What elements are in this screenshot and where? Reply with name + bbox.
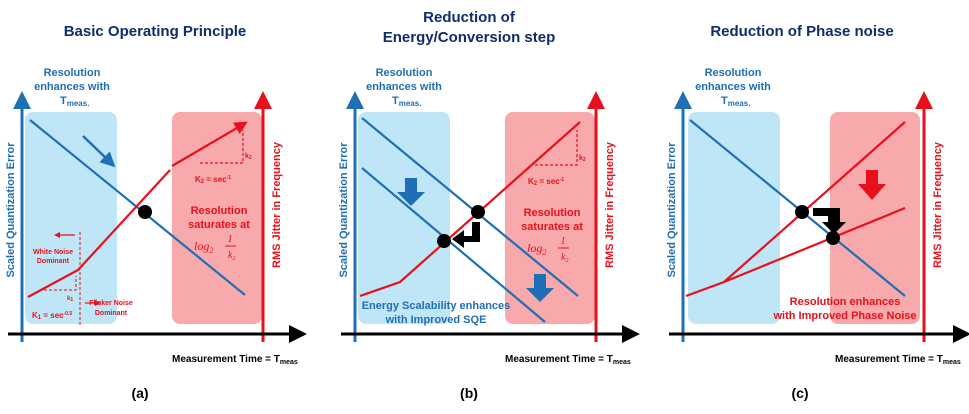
panel-b-jitter-line — [359, 121, 581, 298]
panel-c-y-left-label: Scaled Quantization Error — [666, 142, 678, 278]
panel-a-intersection — [138, 205, 152, 219]
panel-a-k1-triangle — [44, 276, 77, 291]
panel-b-frac-den: k2 — [561, 252, 568, 264]
panel-c-note-1: Resolution enhances — [790, 296, 901, 308]
panel-a-res-enh-3: Tmeas. — [60, 95, 89, 108]
panel-b-y-right-label: RMS Jitter in Frequency — [604, 141, 616, 268]
panel-b-k2-triangle — [535, 130, 578, 166]
panel-b-blue-region — [358, 112, 450, 324]
panel-b-down-arrow-1 — [397, 178, 425, 206]
panel-b-x-label: Measurement Time = Tmeas — [505, 354, 631, 366]
panel-a-y-left-label: Scaled Quantization Error — [5, 142, 17, 278]
panel-b-sat-1: Resolution — [524, 207, 581, 219]
panel-b-sat-2: saturates at — [521, 221, 583, 233]
panel-c-blue-region — [688, 112, 780, 324]
panel-a-flicker-1: Flicker Noise — [89, 300, 133, 307]
panel-b-res-enh-1: Resolution — [376, 67, 433, 79]
panel-a-k2-eq: K2 = sec-1 — [195, 175, 231, 185]
panel-a-k2-triangle — [200, 130, 244, 164]
panel-c-title: Reduction of Phase noise — [710, 23, 893, 40]
panel-b-caption: (b) — [460, 385, 478, 401]
panel-c-caption: (c) — [791, 385, 808, 401]
panel-a-blue-region — [25, 112, 117, 324]
panel-a-frac-num: 1 — [228, 234, 233, 245]
panel-c-res-enh-1: Resolution — [705, 67, 762, 79]
panel-a-k1-label: k1 — [67, 296, 73, 303]
panel-c-res-enh-3: Tmeas. — [721, 95, 750, 108]
panel-a-y-right-label: RMS Jitter in Frequency — [271, 141, 283, 268]
panel-c-shift-arrow — [813, 208, 846, 234]
panel-b-res-enh-2: enhances with — [366, 81, 442, 93]
panel-b-note-1: Energy Scalability enhances — [362, 300, 511, 312]
panel-b-intersection-old — [471, 205, 485, 219]
panel-a-white-noise-1: White Noise — [33, 249, 73, 256]
panel-a: Basic Operating Principle Resolution enh… — [5, 23, 307, 401]
panel-b-k2-eq: K2 = sec-1 — [528, 177, 564, 187]
panel-c-jitter-line-new — [723, 206, 906, 284]
panel-a-res-enh-1: Resolution — [44, 67, 101, 79]
panel-c-down-arrow — [858, 170, 886, 200]
panel-b-res-enh-3: Tmeas. — [392, 95, 421, 108]
panel-c-intersection-new — [826, 231, 840, 245]
panel-b-title-1: Reduction of — [423, 9, 516, 26]
panel-b-quantization-line-new — [361, 167, 546, 323]
panel-a-quantization-line — [29, 119, 246, 296]
panel-a-jitter-arrow — [171, 121, 248, 167]
panel-b-title-2: Energy/Conversion step — [383, 29, 556, 46]
panel-c-x-label: Measurement Time = Tmeas — [835, 354, 961, 366]
panel-a-res-enh-2: enhances with — [34, 81, 110, 93]
panel-c-y-right-label: RMS Jitter in Frequency — [932, 141, 944, 268]
panel-b-log-text: log2 — [527, 241, 546, 257]
panel-a-white-noise-2: Dominant — [37, 258, 70, 265]
panel-b-quantization-line-old — [361, 117, 579, 297]
panel-a-k2-label: k2 — [245, 153, 252, 161]
panel-a-jitter-line — [27, 169, 171, 298]
panel-a-frac-den: k2 — [228, 250, 235, 262]
panel-b-k2-label: k2 — [579, 155, 586, 163]
panel-b-frac-num: 1 — [561, 236, 566, 247]
panel-a-title: Basic Operating Principle — [64, 23, 247, 40]
panel-b-note-2: with Improved SQE — [385, 314, 487, 326]
panel-c-res-enh-2: enhances with — [695, 81, 771, 93]
panel-b-y-left-label: Scaled Quantization Error — [338, 142, 350, 278]
panel-a-sat-2: saturates at — [188, 219, 250, 231]
panel-a-blue-arrow — [82, 135, 116, 168]
panel-a-log-text: log2 — [194, 239, 213, 255]
panel-a-sat-1: Resolution — [191, 205, 248, 217]
panel-c-intersection-old — [795, 205, 809, 219]
panel-a-red-region — [172, 112, 262, 324]
panel-c: Reduction of Phase noise Resolution enha… — [666, 23, 969, 401]
panel-a-caption: (a) — [131, 385, 148, 401]
panel-b-intersection-new — [437, 234, 451, 248]
panel-a-flicker-2: Dominant — [95, 310, 128, 317]
panel-c-note-2: with Improved Phase Noise — [772, 310, 916, 322]
panel-a-k1-eq: K1 = sec-0.5 — [32, 311, 72, 321]
panel-b-down-arrow-2 — [526, 274, 554, 302]
panel-c-red-region — [830, 112, 920, 324]
panel-a-x-label: Measurement Time = Tmeas — [172, 354, 298, 366]
panel-b-shift-arrow — [452, 222, 480, 248]
panel-b: Reduction of Energy/Conversion step Reso… — [338, 9, 640, 401]
